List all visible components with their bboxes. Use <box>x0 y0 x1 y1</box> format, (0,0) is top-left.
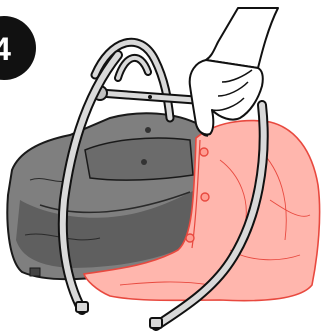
crossbar-rivet <box>148 95 152 99</box>
bag-button <box>145 127 151 133</box>
step-number: 4 <box>0 31 11 67</box>
snap-button <box>200 148 208 156</box>
crossbar-fill <box>100 93 195 100</box>
frame-crossbar <box>93 86 195 100</box>
snap-button <box>201 193 209 201</box>
bag-flap <box>85 138 193 180</box>
hand-arm <box>206 8 278 68</box>
bag-buckle <box>30 268 40 276</box>
frame-leg-cap <box>76 302 88 312</box>
bag-button <box>141 159 147 165</box>
frame-leg-cap <box>150 318 162 328</box>
step-number-badge: 4 <box>0 16 36 80</box>
snap-button <box>186 234 194 242</box>
